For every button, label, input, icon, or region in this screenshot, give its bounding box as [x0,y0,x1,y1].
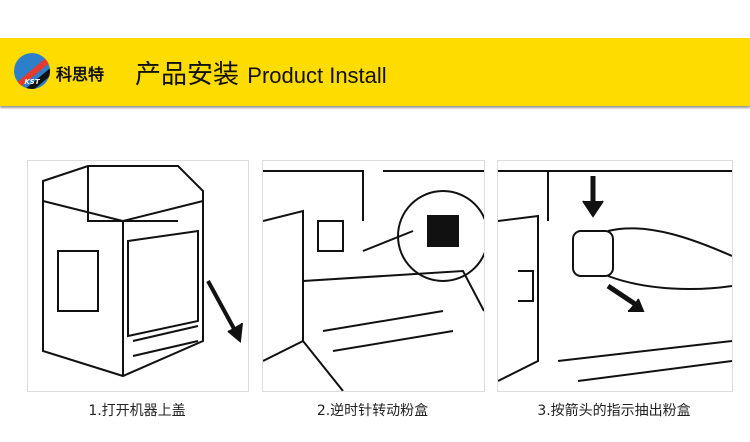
step-1-illustration [27,160,249,392]
step-3-illustration [497,160,733,392]
step-2-caption: 2.逆时针转动粉盒 [316,403,429,419]
step-1-caption: 1.打开机器上盖 [88,403,186,419]
brand-logo: KST [14,53,50,89]
step-2-illustration [262,160,485,392]
header-banner: KST 科思特 产品安装 Product Install [0,38,750,106]
brand-name: 科思特 [56,65,105,84]
page-title: 产品安装 Product Install [135,60,387,90]
step-3-caption: 3.按箭头的指示抽出粉盒 [537,403,691,419]
